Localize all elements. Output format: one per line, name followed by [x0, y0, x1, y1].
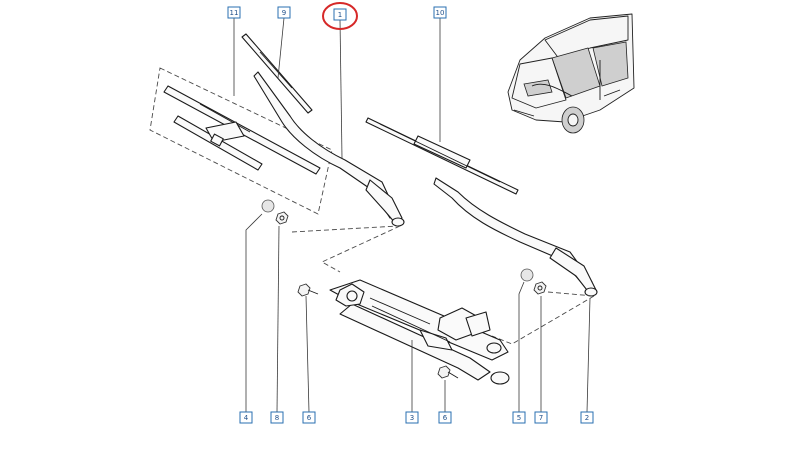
wiper-arm-left — [253, 71, 405, 227]
leader-1 — [339, 19, 343, 159]
callout-2: 2 — [580, 411, 594, 424]
svg-text:1: 1 — [338, 11, 342, 19]
leader-2 — [586, 297, 591, 413]
cap-4 — [261, 199, 275, 213]
highlight-circle — [322, 2, 358, 30]
link-arm-left — [321, 225, 401, 273]
callout-10: 10 — [433, 6, 447, 19]
leader-9 — [277, 17, 285, 79]
nut-8 — [275, 211, 289, 225]
bolt-6-right — [437, 365, 459, 379]
svg-text:6: 6 — [307, 414, 312, 422]
wiper-linkage-assembly — [329, 279, 510, 385]
link-nut-left — [291, 225, 399, 233]
bolt-6-left — [297, 283, 319, 297]
callout-1: 1 — [333, 8, 347, 21]
wiper-blade-lower — [173, 115, 263, 171]
callout-9: 9 — [277, 6, 291, 19]
svg-text:2: 2 — [585, 414, 589, 422]
callout-8: 8 — [270, 411, 284, 424]
wiper-blade-upper — [163, 85, 321, 175]
svg-text:8: 8 — [275, 414, 279, 422]
leader-8 — [276, 225, 280, 413]
leader-6a — [305, 295, 310, 413]
svg-text:3: 3 — [410, 414, 414, 422]
nut-7 — [533, 281, 547, 295]
callout-5: 5 — [512, 411, 526, 424]
svg-text:10: 10 — [436, 9, 445, 17]
cap-5 — [520, 268, 534, 282]
callout-3: 3 — [405, 411, 419, 424]
callout-6a: 6 — [302, 411, 316, 424]
svg-text:11: 11 — [230, 9, 239, 17]
svg-text:9: 9 — [282, 9, 286, 17]
callout-7: 7 — [534, 411, 548, 424]
callout-6b: 6 — [438, 411, 452, 424]
svg-text:6: 6 — [443, 414, 448, 422]
wiper-blade-right — [365, 117, 519, 195]
wiper-blade-9 — [241, 33, 313, 114]
leader-5 — [518, 281, 525, 412]
callout-11: 11 — [227, 6, 241, 19]
vehicle-thumbnail — [507, 13, 635, 134]
svg-text:5: 5 — [517, 414, 521, 422]
svg-text:7: 7 — [539, 414, 543, 422]
svg-text:4: 4 — [244, 414, 249, 422]
link-arm-right — [491, 295, 595, 345]
wiper-arm-right — [433, 177, 598, 297]
callout-4: 4 — [239, 411, 253, 424]
blade-group-outline — [149, 67, 333, 215]
leader-4 — [245, 213, 263, 412]
